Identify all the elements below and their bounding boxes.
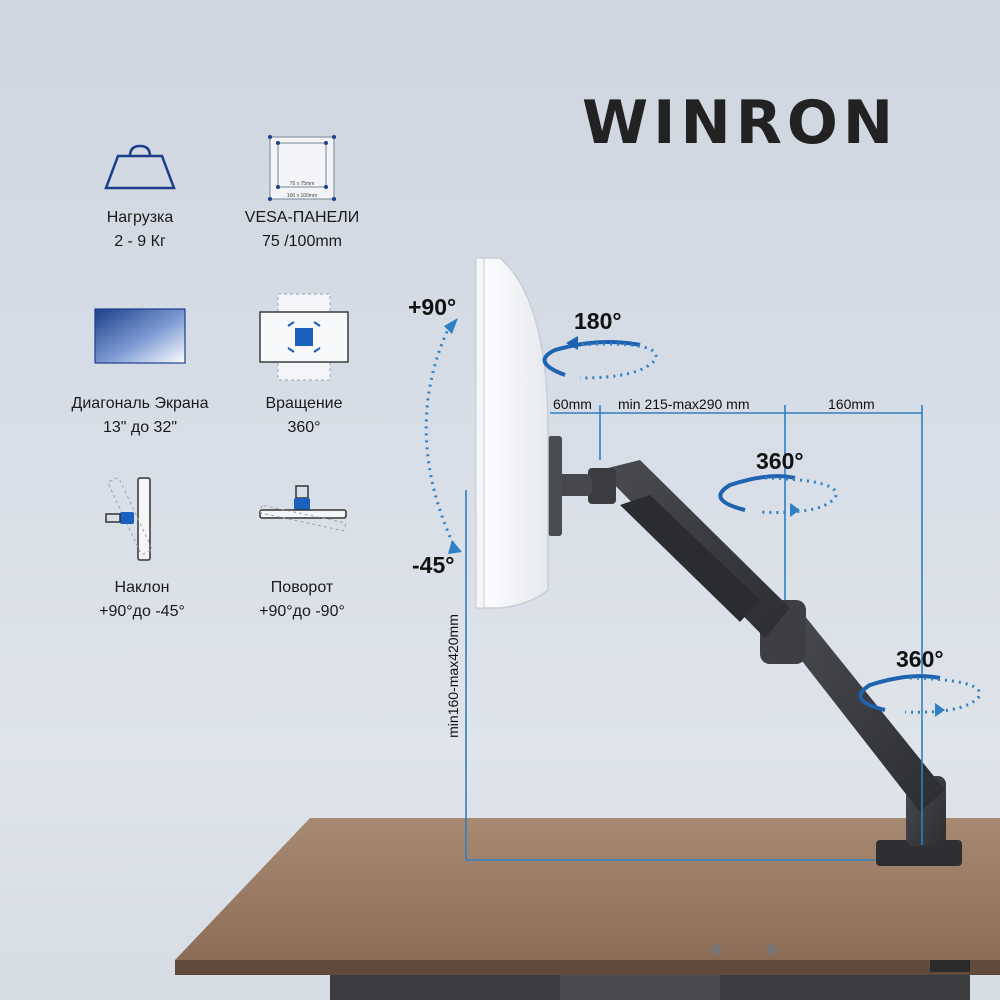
rotate-ellipse-joint [718,474,838,517]
monitor [475,257,549,609]
feature-diagonal-title: Диагональ Экрана [71,395,209,412]
dimension-lines [465,405,923,861]
tilt-head [548,436,616,536]
weight-icon [104,144,176,190]
feature-swivel-value: +90°до -90° [259,603,345,620]
depth-dimension: 60mm [553,396,592,412]
feature-vesa: VESA-ПАНЕЛИ 75 /100mm [202,206,402,254]
feature-vesa-title: VESA-ПАНЕЛИ [244,209,360,226]
rotate-base-label: 360° [896,646,944,672]
feature-load: Нагрузка 2 - 9 Кг [40,206,240,254]
rotation-icon [259,293,349,381]
brand-logo: WINRON [582,88,899,158]
tilt-down-label: -45° [412,552,455,578]
feature-load-value: 2 - 9 Кг [114,233,166,250]
feature-vesa-value: 75 /100mm [261,233,343,250]
screen-diagonal-icon [94,308,186,364]
feature-tilt-value: +90°до -45° [99,603,185,620]
feature-rotation: Вращение 360° [204,392,404,440]
rotate-joint-label: 360° [756,448,804,474]
height-dimension: min160-max420mm [445,614,461,738]
desk [175,818,1000,1000]
feature-tilt: Наклон +90°до -45° [42,576,242,624]
tilt-icon [105,477,153,561]
tilt-up-label: +90° [408,294,457,320]
lower-arm [770,610,945,812]
swivel-icon [259,485,347,531]
vesa-icon: 75 x 75mm 100 x 100mm [268,135,336,201]
feature-tilt-title: Наклон [114,579,170,596]
rotate-ellipse-base [858,674,981,717]
feature-rotation-value: 360° [287,419,321,436]
feature-swivel-title: Поворот [270,579,334,596]
feature-diagonal-value: 13" до 32" [102,419,178,436]
vesa-outer-label: 100 x 100mm [287,193,317,199]
vesa-inner-label: 75 x 75mm [290,181,315,187]
swivel-ellipse-180 [542,336,658,380]
base-offset-dimension: 160mm [828,396,875,412]
feature-diagonal: Диагональ Экрана 13" до 32" [40,392,240,440]
feature-swivel: Поворот +90°до -90° [202,576,402,624]
swivel-180-label: 180° [574,308,622,334]
feature-rotation-title: Вращение [265,395,343,412]
feature-load-title: Нагрузка [106,209,174,226]
arm-extension-dimension: min 215-max290 mm [618,396,750,412]
tilt-arc [424,324,457,549]
